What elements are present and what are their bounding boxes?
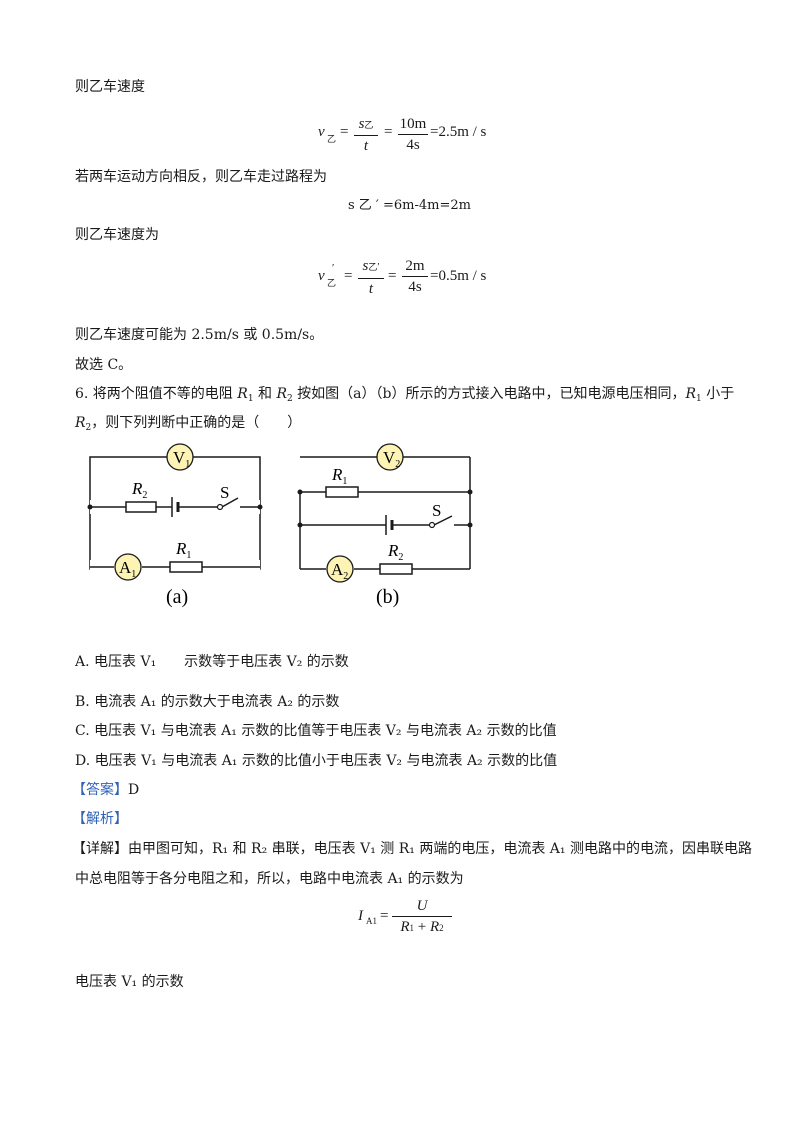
option-a: A. 电压表 V₁ 示数等于电压表 V₂ 的示数 [75,654,349,670]
circuit-diagram-a: V1 R2 S A1 R1 (a) [87,443,263,608]
eq-equals: = [340,124,349,140]
switch-blade [221,497,239,508]
eq-result: =2.5m / s [430,124,487,140]
resistor-label: R1 [331,465,347,487]
ammeter-label: A2 [331,560,348,582]
voltmeter-v2-icon [376,443,404,471]
eq-sub: 乙 [327,134,337,144]
answer-line: 【答案】D [72,779,139,799]
voltmeter-v1-icon [166,443,194,471]
equation-v-yi: v 乙 = s乙 t = 10m 4s =2.5m / s [318,114,518,164]
option-c: C. 电压表 V₁ 与电流表 A₁ 示数的比值等于电压表 V₂ 与电流表 A₂ … [75,723,557,739]
question-6-line1: 6. 将两个阻值不等的电阻 R1 和 R2 按如图（a）（b）所示的方式接入电路… [75,386,735,404]
detail-line1: 【详解】由甲图可知，R₁ 和 R₂ 串联，电压表 V₁ 测 R₁ 两端的电压，电… [72,838,752,858]
option-d: D. 电压表 V₁ 与电流表 A₁ 示数的比值小于电压表 V₂ 与电流表 A₂ … [75,753,558,769]
eq-equals: = [388,268,397,284]
eq-fraction-values: 2m 4s [402,256,428,297]
eq-var: v [318,268,325,284]
switch-label: S [220,483,229,502]
question-6-line2: R2，则下列判断中正确的是（ ） [75,415,302,433]
resistor-r2 [379,563,413,575]
text-line: 电压表 V₁ 的示数 [75,974,184,990]
eq-sub: A1 [366,916,377,926]
resistor-label: R2 [387,541,403,563]
eq-fraction: U R1 + R2 [392,896,452,938]
voltmeter-label: V1 [173,448,190,470]
voltmeter-label: V2 [383,448,400,470]
eq-equals: = [380,908,389,924]
eq-var: v [318,124,325,140]
text-line: 故选 C。 [75,357,133,373]
circuit-diagram-b: V2 R1 S A2 R2 (b) [297,443,473,608]
detail-text: 由甲图可知，R₁ 和 R₂ 串联，电压表 V₁ 测 R₁ 两端的电压，电流表 A… [128,841,752,857]
resistor-label: R1 [175,539,191,561]
answer-value: D [128,782,140,798]
eq-result: =0.5m / s [430,268,487,284]
answer-label: 【答案】 [72,782,128,798]
detail-line2: 中总电阻等于各分电阻之和，所以，电路中电流表 A₁ 的示数为 [75,871,464,887]
eq-fraction: s乙′ t [358,256,384,299]
option-b: B. 电流表 A₁ 的示数大于电流表 A₂ 的示数 [75,694,340,710]
text-line: 则乙车速度可能为 2.5m/s 或 0.5m/s。 [75,327,324,343]
eq-prime: ′ [332,262,335,274]
ammeter-a1-icon [114,553,142,581]
eq-fraction: s乙 t [354,114,378,156]
equation-ia1: I A1 = U R1 + R2 [358,896,478,946]
eq-var: I [358,908,363,924]
figure-caption-a: (a) [166,586,188,608]
resistor-r1 [325,486,359,498]
eq-fraction-values: 10m 4s [398,116,428,153]
text-line: 则乙车速度为 [75,227,159,243]
eq-sub: 乙 [327,278,337,288]
switch-label: S [432,501,441,520]
eq-equals: = [344,268,353,284]
analysis-line: 【解析】 [72,808,128,828]
figure-caption-b: (b) [376,586,399,608]
ammeter-a2-icon [326,555,354,583]
equation-v-yi-prime: v 乙 ′ = s乙′ t = 2m 4s =0.5m / s [318,256,518,306]
eq-equals: = [384,124,393,140]
detail-label: 【详解】 [72,841,128,857]
switch-blade [433,515,453,526]
analysis-label: 【解析】 [72,811,128,827]
ammeter-label: A1 [119,558,136,580]
equation-s-yi: s 乙 ′ =6m-4m=2m [348,198,471,213]
resistor-label: R2 [131,479,147,501]
text-line: 若两车运动方向相反，则乙车走过路程为 [75,169,327,185]
text-line: 则乙车速度 [75,79,145,95]
